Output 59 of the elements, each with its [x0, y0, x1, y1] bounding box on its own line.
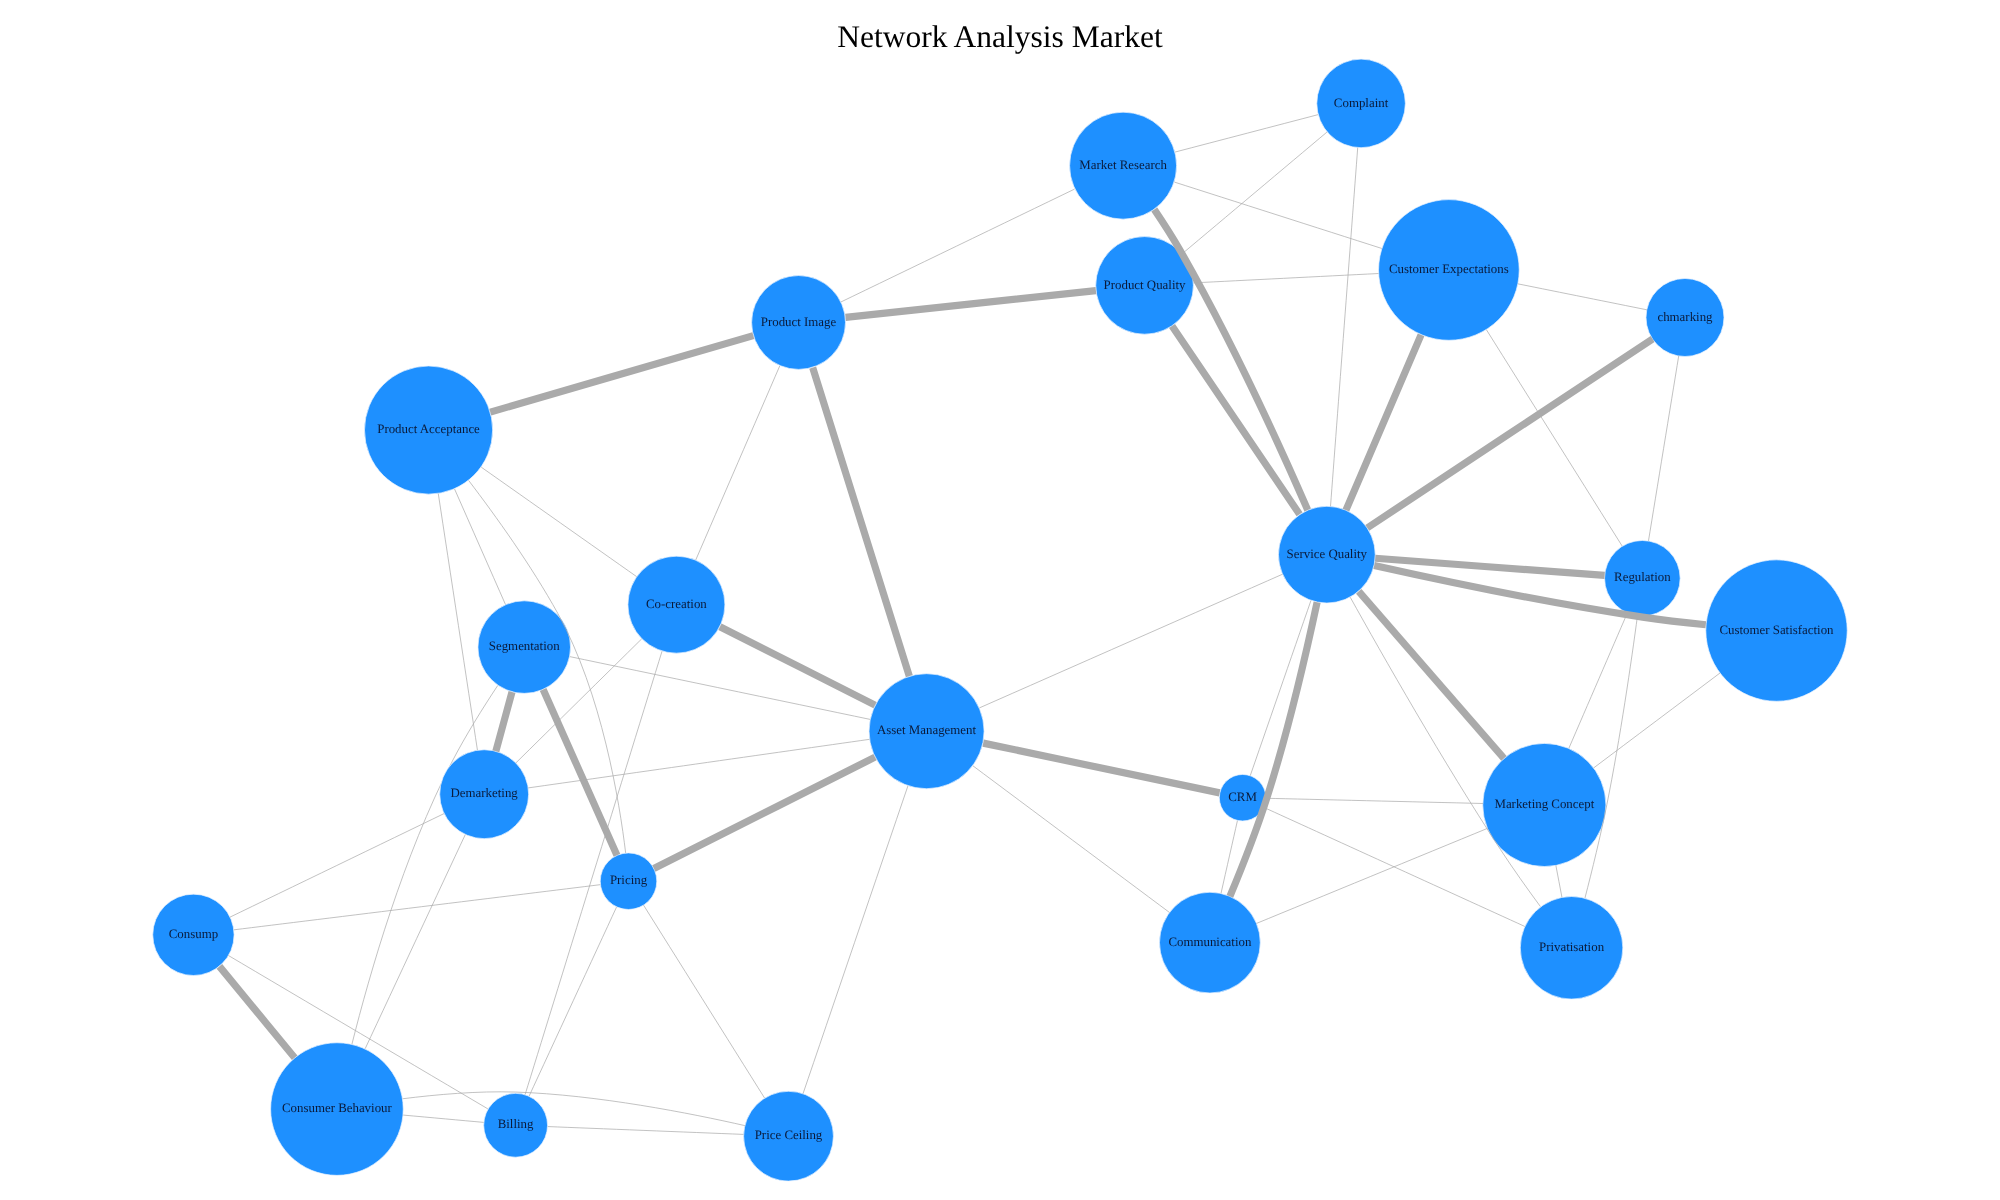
connector	[982, 739, 1221, 797]
connector	[402, 1114, 485, 1123]
connector	[652, 753, 877, 872]
connector	[1193, 273, 1379, 284]
connector	[524, 650, 663, 1095]
connector	[1256, 828, 1488, 924]
connector	[539, 688, 621, 857]
connector	[1568, 612, 1628, 749]
connector	[233, 884, 601, 931]
connector	[1584, 615, 1638, 899]
connector	[364, 834, 466, 1050]
connector	[437, 493, 478, 751]
connector	[1365, 335, 1655, 531]
connector	[718, 623, 877, 709]
connector	[1174, 114, 1319, 153]
connector	[1174, 181, 1383, 249]
connector	[1373, 562, 1707, 629]
connector	[351, 685, 499, 1045]
connector	[468, 480, 626, 854]
connector	[802, 785, 909, 1094]
connector	[1593, 672, 1721, 769]
connector	[480, 466, 637, 577]
connector	[1220, 820, 1238, 894]
connector	[809, 366, 913, 678]
connector	[547, 1126, 744, 1135]
connector	[1342, 333, 1425, 512]
connector	[515, 638, 643, 764]
connector	[972, 765, 1170, 913]
connector	[1226, 601, 1321, 898]
connector	[1263, 807, 1526, 927]
connector	[840, 188, 1075, 303]
connector	[1555, 865, 1563, 898]
connector	[216, 964, 298, 1060]
connector	[1151, 207, 1311, 512]
connector	[402, 1091, 746, 1126]
connector	[1648, 355, 1680, 542]
connector	[569, 656, 871, 720]
connector	[1169, 323, 1303, 517]
connector	[229, 813, 445, 918]
connector	[1486, 329, 1623, 547]
connector	[695, 365, 781, 561]
diagram-title: Network Analysis Market	[837, 21, 1163, 56]
connector	[845, 287, 1097, 321]
connector	[979, 573, 1283, 709]
connector	[1330, 147, 1359, 507]
connector	[1181, 131, 1328, 255]
connector	[643, 904, 765, 1099]
connector	[1349, 596, 1541, 907]
connector	[492, 691, 516, 753]
connector	[528, 906, 617, 1097]
connector	[1517, 283, 1648, 311]
connector	[527, 739, 870, 789]
connector	[228, 955, 489, 1110]
connector	[489, 332, 755, 416]
connector	[1374, 554, 1605, 579]
connector	[1356, 589, 1507, 761]
connector	[1265, 797, 1484, 804]
connector	[454, 488, 506, 605]
connector	[1249, 600, 1312, 777]
